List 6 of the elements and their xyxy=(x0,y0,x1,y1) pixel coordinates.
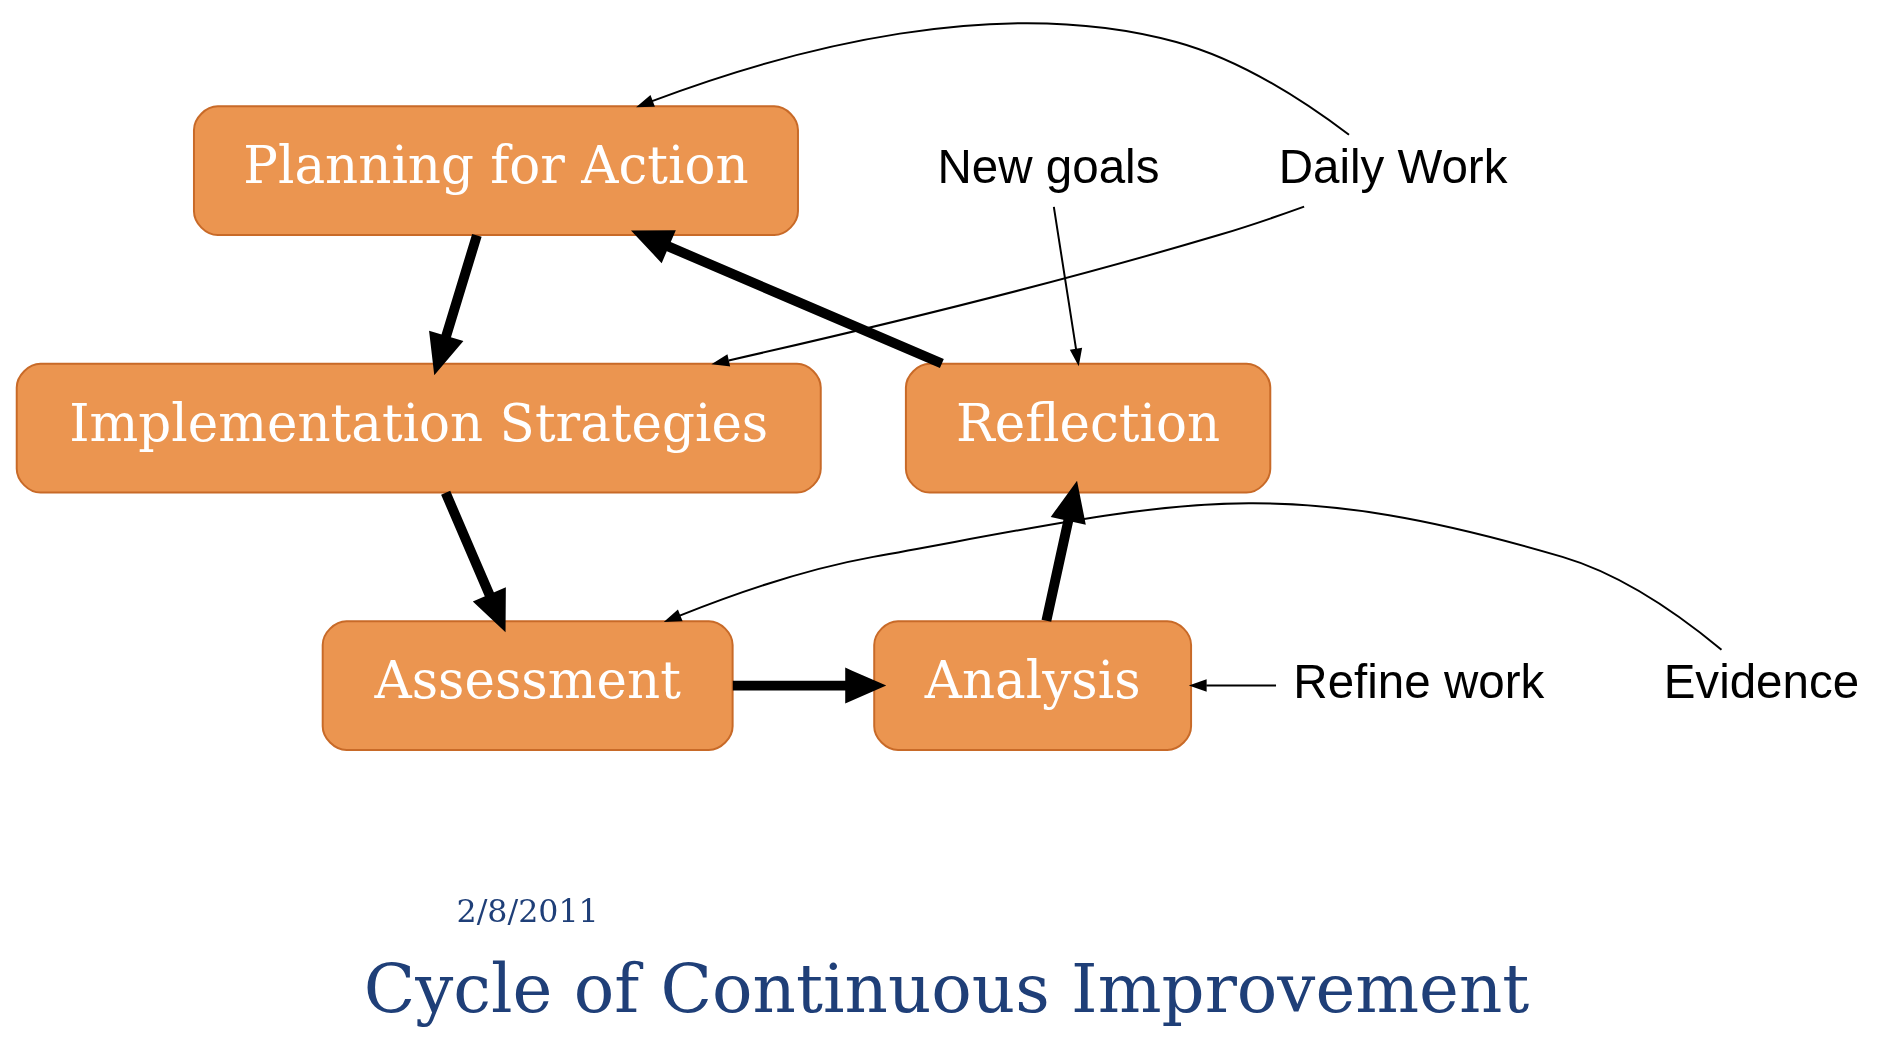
node-text: Refine work xyxy=(1293,654,1545,708)
node-text: Daily Work xyxy=(1278,139,1508,193)
node-text: Evidence xyxy=(1663,654,1860,708)
diagram-title: Cycle of Continuous Improvement xyxy=(363,949,1530,1028)
label: 2/8/2011 xyxy=(456,892,599,929)
node-text: New goals xyxy=(937,139,1160,193)
